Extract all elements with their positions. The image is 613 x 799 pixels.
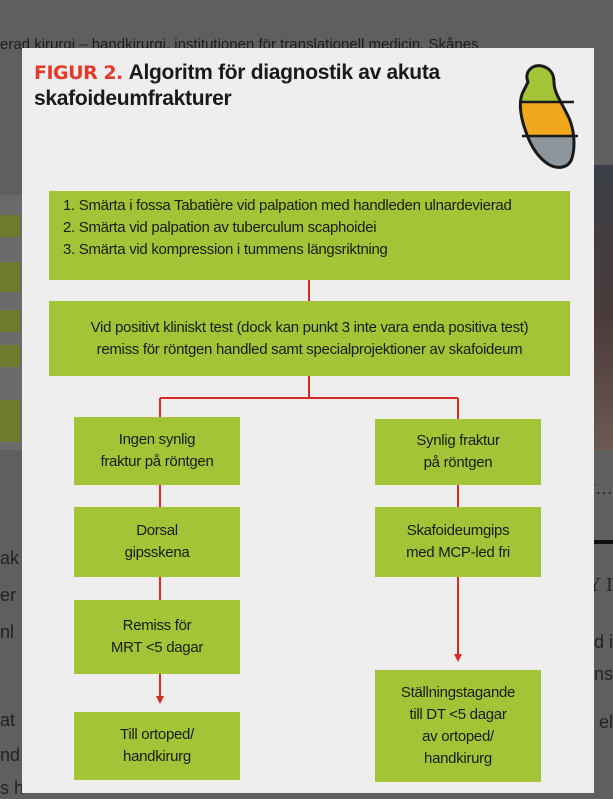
scaphoid-cast-box: Skafoideumgips med MCP-led fri [375, 507, 541, 577]
background-divider [591, 540, 613, 544]
figure-heading-line1: Algoritm för diagnostik av akuta [128, 61, 441, 84]
figure-modal[interactable]: FIGUR 2. Algoritm för diagnostik av akut… [22, 48, 594, 793]
background-text-fragment: er [0, 585, 17, 605]
clinical-test-1: 1. Smärta i fossa Tabatière vid palpatio… [63, 197, 512, 214]
box-line: gipsskena [124, 544, 190, 561]
box-line: handkirurg [424, 750, 492, 767]
box-line: Till ortoped/ [120, 726, 194, 743]
background-text-fragment: ns [593, 664, 613, 684]
ct-consideration-box: Ställningstagande till DT <5 dagar av or… [375, 670, 541, 782]
background-text-fragment: Y I [588, 575, 613, 596]
box-line: med MCP-led fri [406, 544, 510, 561]
xray-referral-box: Vid positivt kliniskt test (dock kan pun… [49, 301, 570, 376]
background-text-fragment: s h [0, 778, 25, 798]
background-thumb-box [0, 262, 20, 292]
dorsal-splint-box: Dorsal gipsskena [74, 507, 240, 577]
background-thumb-box [0, 400, 20, 442]
box-line: Ingen synlig [118, 431, 196, 448]
box-line: till DT <5 dagar [409, 706, 507, 723]
figure-label: FIGUR 2. [34, 62, 123, 84]
box-line: på röntgen [423, 454, 493, 471]
to-orthopedist-box: Till ortoped/ handkirurg [74, 712, 240, 780]
box-line: Skafoideumgips [406, 522, 510, 539]
background-text-fragment: at [0, 710, 16, 730]
figure-heading-line2: skafoideumfrakturer [34, 87, 232, 110]
clinical-test-2: 2. Smärta vid palpation av tuberculum sc… [63, 219, 377, 236]
background-text-fragment: nl [0, 622, 15, 642]
scaphoid-proximal-pole [520, 65, 574, 102]
box-line: Synlig fraktur [416, 432, 500, 449]
box-line: fraktur på röntgen [100, 453, 214, 470]
mri-referral-box: Remiss för MRT <5 dagar [74, 600, 240, 674]
clinical-tests-box: 1. Smärta i fossa Tabatière vid palpatio… [49, 191, 570, 280]
box-line: Dorsal [136, 522, 178, 539]
visible-fracture-box: Synlig fraktur på röntgen [375, 419, 541, 485]
background-thumb-box [0, 310, 20, 332]
scaphoid-bone-icon [518, 64, 578, 169]
box-line: MRT <5 dagar [110, 639, 204, 656]
box-line: av ortoped/ [422, 728, 494, 745]
referral-line-2: remiss för röntgen handled samt specialp… [96, 340, 523, 358]
box-line: Ställningstagande [400, 684, 516, 701]
box-line: Remiss för [122, 617, 192, 634]
background-text-fragment: d i [593, 632, 613, 652]
figure-title: FIGUR 2. Algoritm för diagnostik av akut… [34, 60, 504, 112]
referral-line-1: Vid positivt kliniskt test (dock kan pun… [90, 318, 529, 336]
background-text-fragment: nd [0, 745, 21, 765]
background-thumb-box [0, 215, 20, 237]
background-text-fragment: el [598, 712, 613, 732]
no-visible-fracture-box: Ingen synlig fraktur på röntgen [74, 417, 240, 485]
background-text-fragment: ak [0, 548, 20, 568]
box-line: handkirurg [123, 748, 191, 765]
background-photo-right [591, 165, 613, 450]
clinical-test-3: 3. Smärta vid kompression i tummens läng… [63, 241, 388, 258]
background-thumb-box [0, 345, 20, 367]
